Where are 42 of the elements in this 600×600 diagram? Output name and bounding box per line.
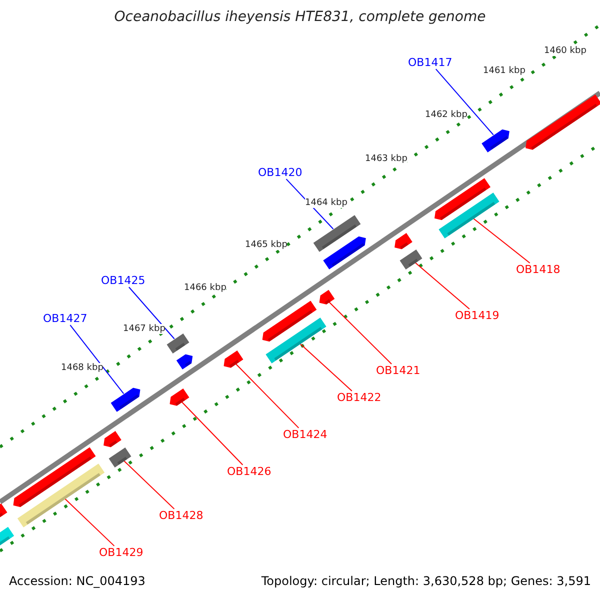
leader-line <box>128 286 175 340</box>
gene-label: OB1427 <box>43 312 88 325</box>
scale-label: 1468 kbp <box>61 363 104 373</box>
diagram-title: Oceanobacillus iheyensis HTE831, complete genome <box>113 9 487 25</box>
gene-feature <box>266 316 326 364</box>
genome-info: Topology: circular; Length: 3,630,528 bp; Genes: 3,591 <box>261 574 591 588</box>
leader-line <box>70 324 124 394</box>
scale-label: 1464 kbp <box>305 198 348 208</box>
scale-label: 1465 kbp <box>245 240 288 250</box>
gene-label: OB1424 <box>283 428 328 441</box>
gene-feature <box>166 332 190 354</box>
scale-label: 1461 kbp <box>483 66 526 76</box>
gene-label: OB1429 <box>99 546 144 559</box>
gene-label: OB1419 <box>455 309 500 322</box>
gene-label: OB1428 <box>159 509 204 522</box>
leader-line <box>300 343 352 392</box>
leader-line <box>64 498 115 546</box>
leader-line <box>181 401 244 466</box>
scale-label: 1463 kbp <box>365 154 408 164</box>
gene-feature <box>313 214 361 252</box>
leader-line <box>235 363 300 428</box>
leader-line <box>328 301 392 364</box>
gene-feature <box>17 463 105 527</box>
gene-label: OB1421 <box>376 364 420 377</box>
gene-label: OB1418 <box>516 263 560 276</box>
leader-line <box>124 460 175 510</box>
gene-label: OB1426 <box>227 465 272 478</box>
gene-label: OB1425 <box>101 274 146 287</box>
gene-label: OB1422 <box>337 391 382 404</box>
gene-feature <box>108 446 132 468</box>
scale-label: 1466 kbp <box>184 283 226 293</box>
gene-feature <box>400 248 422 270</box>
leader-line <box>435 68 494 136</box>
leader-line <box>414 262 470 310</box>
gene-feature <box>438 192 500 238</box>
scale-label: 1462 kbp <box>425 110 468 120</box>
leader-line <box>472 218 530 264</box>
scale-label: 1467 kbp <box>123 324 166 334</box>
gene-label: OB1420 <box>258 166 302 179</box>
accession-label: Accession: NC_004193 <box>9 574 146 588</box>
scale-label: 1460 kbp <box>544 46 586 56</box>
gene-label: OB1417 <box>408 56 452 69</box>
